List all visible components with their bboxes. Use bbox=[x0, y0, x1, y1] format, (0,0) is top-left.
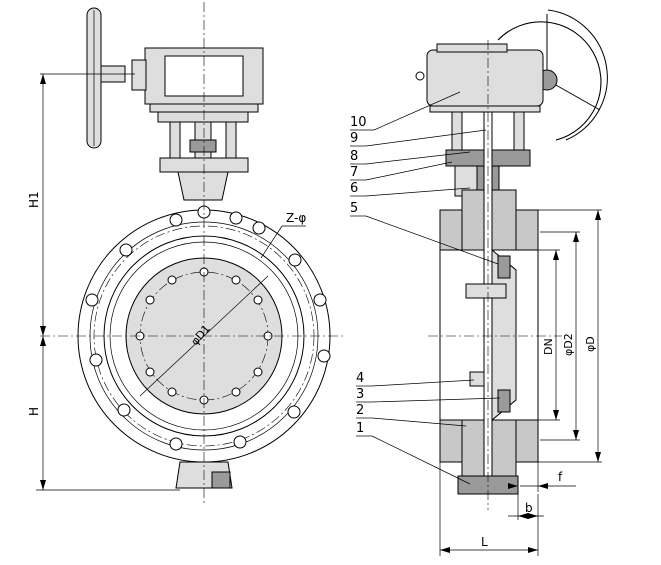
dimension-l: L bbox=[439, 462, 539, 556]
dimension-f: f bbox=[508, 462, 576, 520]
dimension-h1: H1 bbox=[27, 74, 46, 336]
handwheel-side bbox=[86, 7, 126, 149]
label-b: b bbox=[525, 501, 533, 515]
label-h1: H1 bbox=[27, 191, 41, 208]
dimension-d2: φD2 bbox=[562, 232, 579, 440]
label-h: H bbox=[27, 407, 41, 416]
gearbox-side bbox=[415, 43, 544, 113]
callout-4: 4 bbox=[356, 371, 364, 386]
dimension-h: H bbox=[27, 336, 46, 490]
gearbox-front bbox=[131, 47, 264, 113]
label-d: φD bbox=[584, 336, 597, 352]
label-l: L bbox=[481, 535, 488, 549]
callout-6: 6 bbox=[350, 181, 358, 196]
label-dn: DN bbox=[542, 338, 555, 355]
callout-2: 2 bbox=[356, 403, 364, 418]
side-view: DN φD2 φD f bbox=[350, 9, 608, 556]
dimension-b: b bbox=[508, 494, 544, 520]
label-f: f bbox=[558, 470, 563, 484]
callout-9: 9 bbox=[350, 131, 358, 146]
leader-z-phi: Z-φ bbox=[260, 211, 306, 259]
label-z-phi: Z-φ bbox=[286, 211, 306, 225]
dimension-dn: DN bbox=[542, 250, 559, 420]
callout-10: 10 bbox=[350, 115, 367, 130]
bracket-front bbox=[157, 111, 249, 201]
callout-5: 5 bbox=[350, 201, 358, 216]
callout-3: 3 bbox=[356, 387, 364, 402]
front-view: H1 H Z-φ φD1 bbox=[27, 2, 345, 505]
label-d2: φD2 bbox=[562, 333, 575, 356]
body-section bbox=[439, 189, 539, 495]
callout-8: 8 bbox=[350, 149, 358, 164]
dimension-d: φD bbox=[584, 210, 601, 462]
callouts: 10 9 8 7 6 5 4 3 2 bbox=[350, 91, 501, 485]
callout-1: 1 bbox=[356, 421, 364, 436]
callout-7: 7 bbox=[350, 165, 358, 180]
